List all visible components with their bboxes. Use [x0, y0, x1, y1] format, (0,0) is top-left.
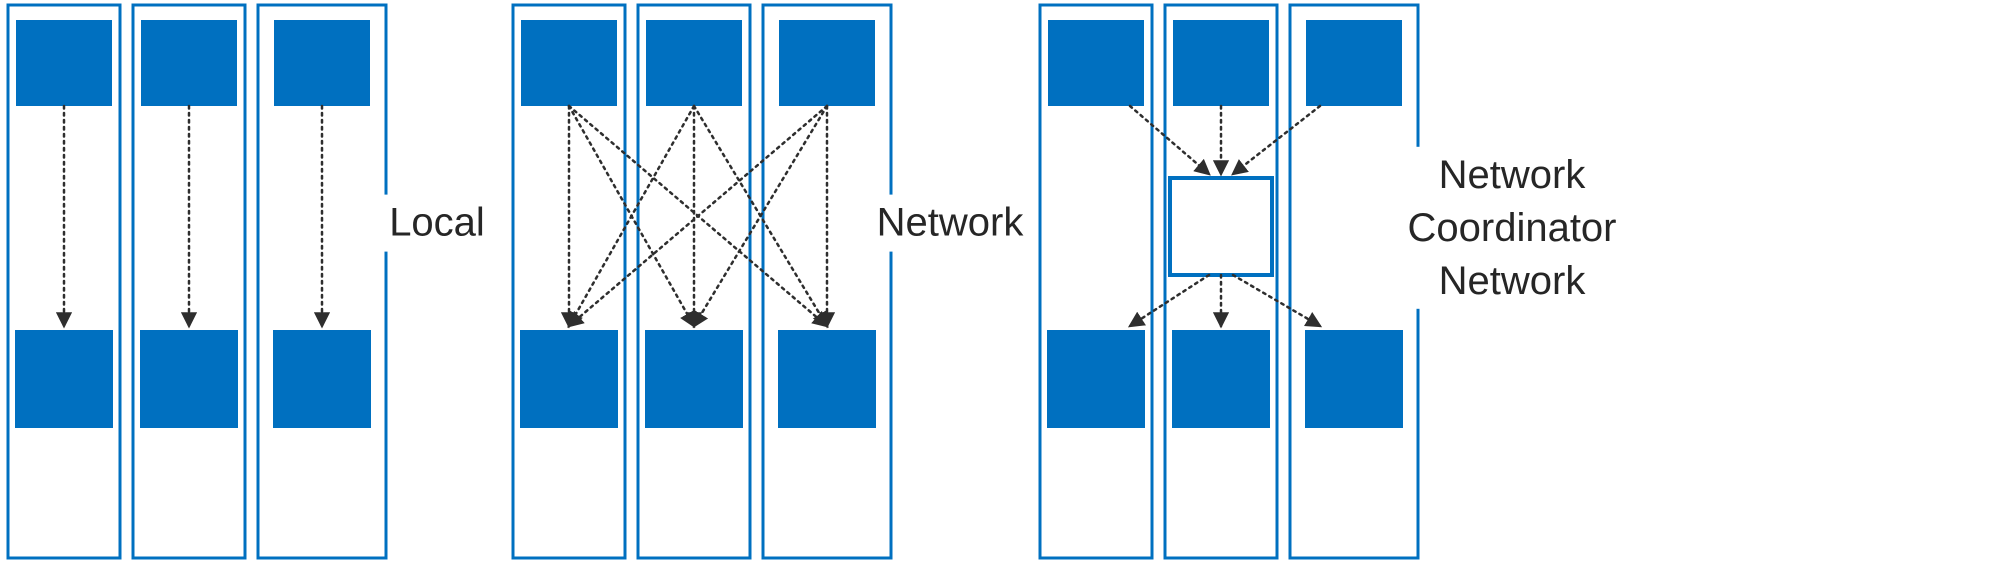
target-node: [1172, 330, 1270, 428]
source-node: [1173, 20, 1269, 106]
target-node: [15, 330, 113, 428]
device-column: [131, 3, 247, 560]
label-local: Local: [379, 194, 495, 252]
source-node: [16, 20, 112, 106]
label-network: Network: [866, 194, 1034, 252]
device-column: [636, 3, 752, 560]
connection-arrow: [1231, 273, 1323, 328]
coordinator-node: [1168, 176, 1274, 277]
target-node: [778, 330, 876, 428]
source-node: [274, 20, 370, 106]
device-column: [1163, 3, 1279, 560]
source-node: [1306, 20, 1402, 106]
target-node: [520, 330, 618, 428]
label-network-coordinator-network: Network Coordinator Network: [1397, 146, 1627, 310]
device-column: [511, 3, 627, 560]
target-node: [140, 330, 238, 428]
connection-arrow: [567, 104, 696, 329]
device-column: [1038, 3, 1154, 560]
connection-arrow: [567, 104, 829, 328]
device-column: [256, 3, 388, 560]
source-node: [646, 20, 742, 106]
connection-arrow: [1231, 104, 1322, 176]
device-column: [761, 3, 893, 560]
device-column: [6, 3, 122, 560]
source-node: [1048, 20, 1144, 106]
source-node: [141, 20, 237, 106]
source-node: [779, 20, 875, 106]
target-node: [273, 330, 371, 428]
connection-arrow: [692, 104, 829, 329]
connection-arrow: [1128, 104, 1211, 176]
connection-arrow: [1127, 273, 1211, 328]
target-node: [1047, 330, 1145, 428]
target-node: [645, 330, 743, 428]
target-node: [1305, 330, 1403, 428]
source-node: [521, 20, 617, 106]
